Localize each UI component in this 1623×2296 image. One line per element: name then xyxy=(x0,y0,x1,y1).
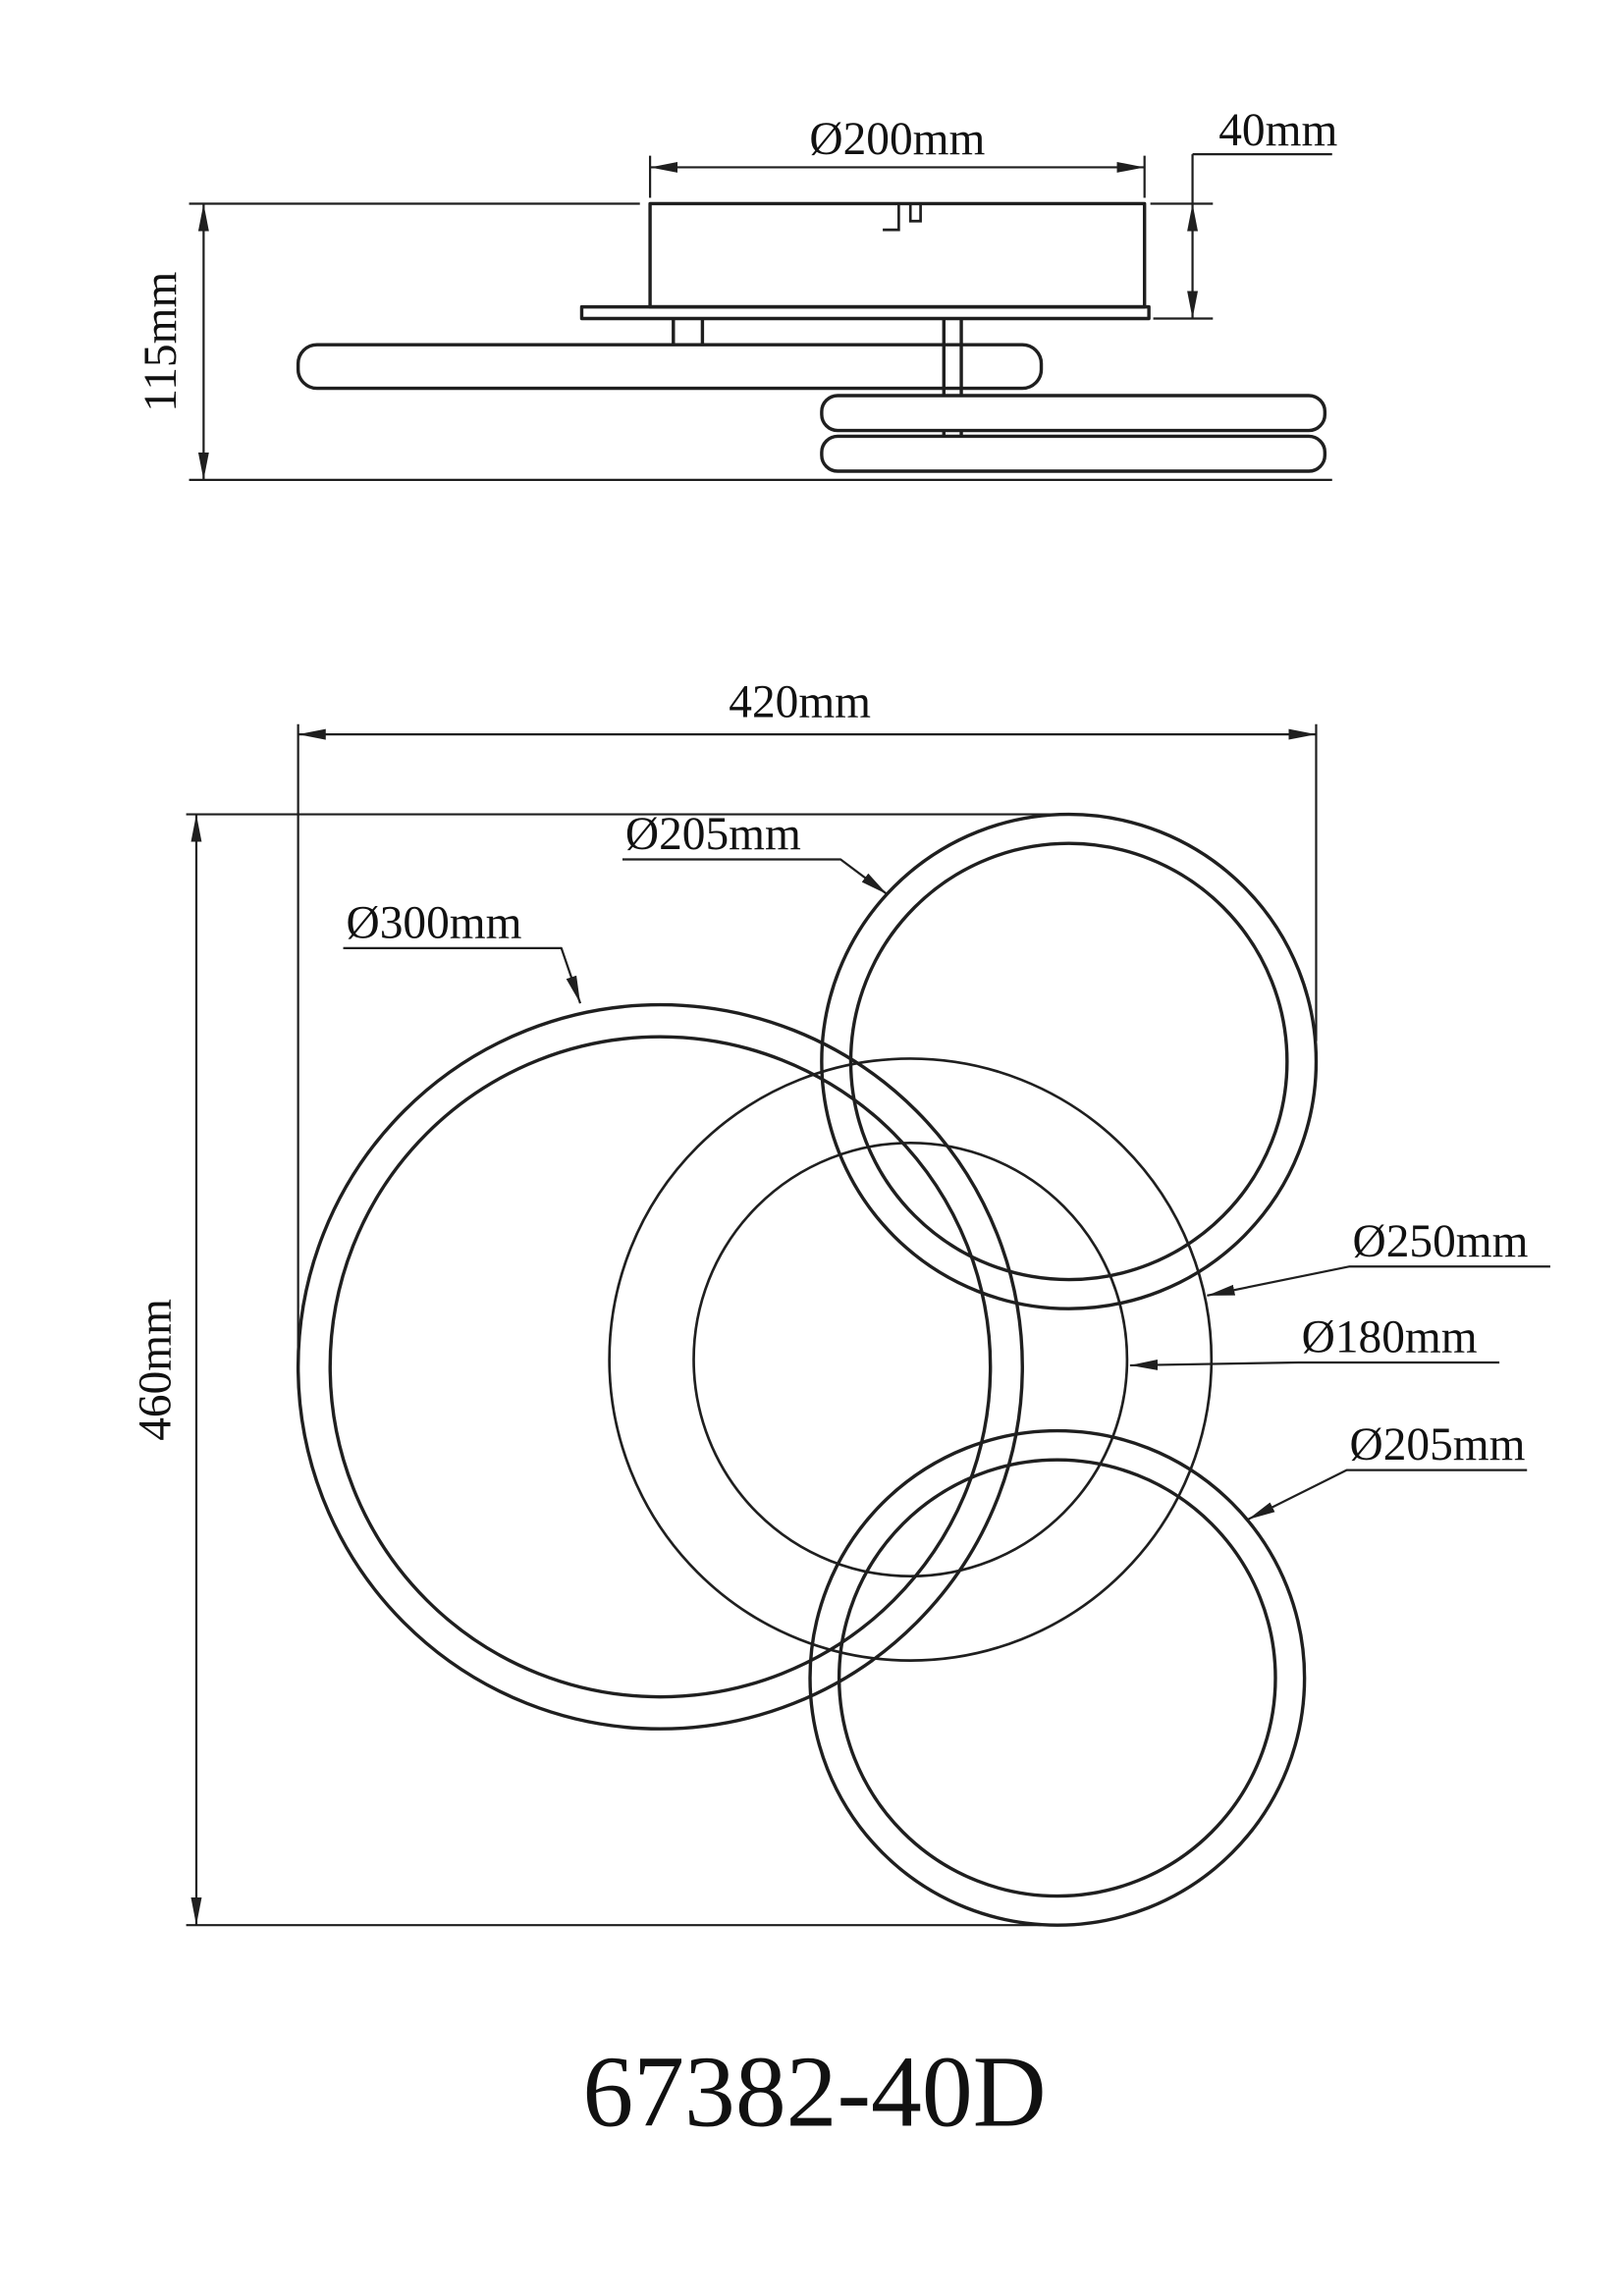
model-number: 67382-40D xyxy=(582,2037,1046,2149)
dimension-overall-height: 460mm xyxy=(130,813,1056,1927)
ring-disc-right-lower xyxy=(820,434,1327,473)
leader-line-circle-180 xyxy=(1129,1359,1500,1370)
label-ring-top-right: Ø205mm xyxy=(625,809,801,860)
mounting-plate xyxy=(579,304,1151,321)
top-view xyxy=(296,812,1319,1927)
extension-lines-fixture-height xyxy=(189,202,1332,482)
label-overall-height: 460mm xyxy=(130,1299,181,1441)
extension-lines-canopy-height xyxy=(1150,202,1214,320)
mounting-clip-icon xyxy=(883,204,922,232)
connector-right xyxy=(942,318,963,437)
label-canopy-diameter: Ø200mm xyxy=(809,114,985,165)
label-circle-250: Ø250mm xyxy=(1352,1216,1528,1267)
ring-top-right-outer xyxy=(820,812,1319,1310)
leader-circle-180: Ø180mm xyxy=(1129,1312,1500,1370)
circle-250 xyxy=(608,1057,1214,1662)
circle-180 xyxy=(692,1141,1129,1578)
ring-bottom-right-inner xyxy=(837,1458,1277,1898)
ring-disc-left xyxy=(296,343,1044,391)
dimension-canopy-height: 40mm xyxy=(1150,105,1337,320)
connector-left xyxy=(672,318,705,346)
ring-large-outer xyxy=(296,1002,1024,1731)
leader-line-ring-bottom-right xyxy=(1247,1468,1528,1521)
leader-ring-bottom-right: Ø205mm xyxy=(1247,1419,1528,1521)
canopy-outline xyxy=(648,201,1147,309)
ring-bottom-right-outer xyxy=(808,1428,1307,1927)
leader-line-ring-top-right xyxy=(622,858,889,895)
leader-line-circle-250 xyxy=(1207,1265,1550,1297)
label-overall-width: 420mm xyxy=(729,676,871,727)
label-circle-180: Ø180mm xyxy=(1302,1312,1478,1363)
extension-lines-overall-height xyxy=(186,813,1056,1927)
extension-lines-overall-width xyxy=(297,723,1318,1347)
side-view xyxy=(296,201,1327,473)
ring-large-inner xyxy=(328,1035,993,1699)
dimension-canopy-diameter: Ø200mm xyxy=(648,114,1146,198)
dimension-overall-width: 420mm xyxy=(297,676,1318,1347)
leader-line-ring-large xyxy=(343,946,582,1004)
dimension-fixture-height: 115mm xyxy=(135,202,1332,482)
ring-top-right-inner xyxy=(848,841,1289,1282)
label-fixture-height: 115mm xyxy=(135,272,187,412)
label-ring-bottom-right: Ø205mm xyxy=(1350,1419,1526,1470)
leader-ring-top-right: Ø205mm xyxy=(622,809,889,895)
label-canopy-height: 40mm xyxy=(1218,105,1337,156)
label-ring-large: Ø300mm xyxy=(347,897,522,948)
leader-shelf-canopy-height xyxy=(1191,153,1332,204)
leader-circle-250: Ø250mm xyxy=(1207,1216,1550,1297)
leader-ring-large: Ø300mm xyxy=(343,897,582,1004)
ring-disc-right-upper xyxy=(820,394,1327,433)
